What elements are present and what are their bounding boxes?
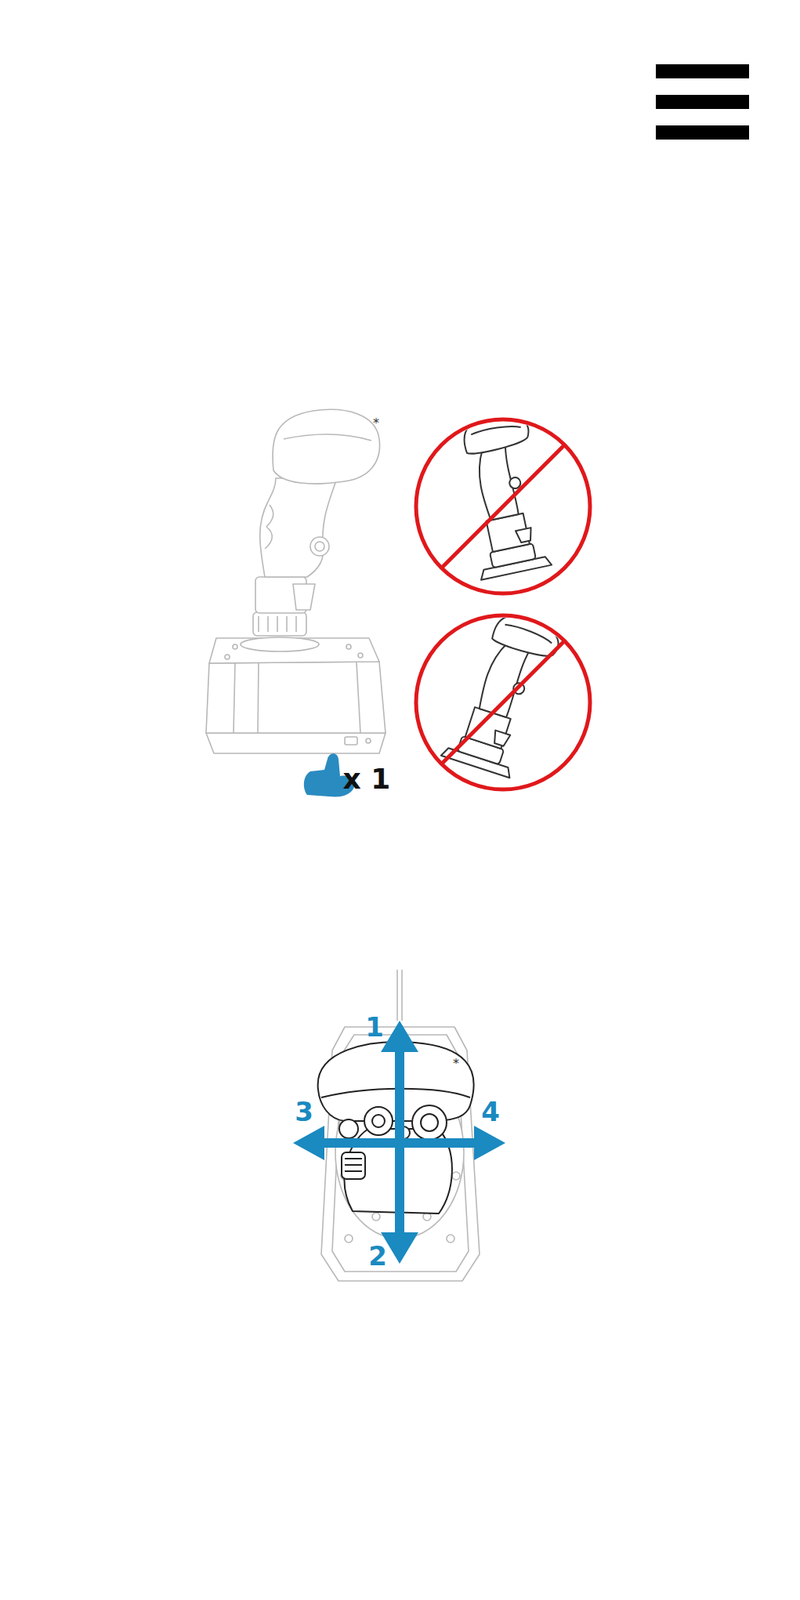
press-count: x 1 [343, 764, 391, 793]
callout-number: 2 [368, 1241, 388, 1269]
prohibited-tilt-icons [416, 409, 591, 790]
direction-arrows [293, 1020, 506, 1264]
joystick-side-view [206, 409, 386, 753]
joystick-top-view [321, 969, 480, 1281]
callout-number: 1 [365, 1013, 384, 1040]
menu-icon [655, 64, 750, 140]
callout-number: 4 [481, 1097, 500, 1125]
callout-number: 3 [294, 1097, 314, 1125]
footnote-mark: * [372, 416, 380, 430]
footnote-mark: * [452, 1057, 460, 1070]
